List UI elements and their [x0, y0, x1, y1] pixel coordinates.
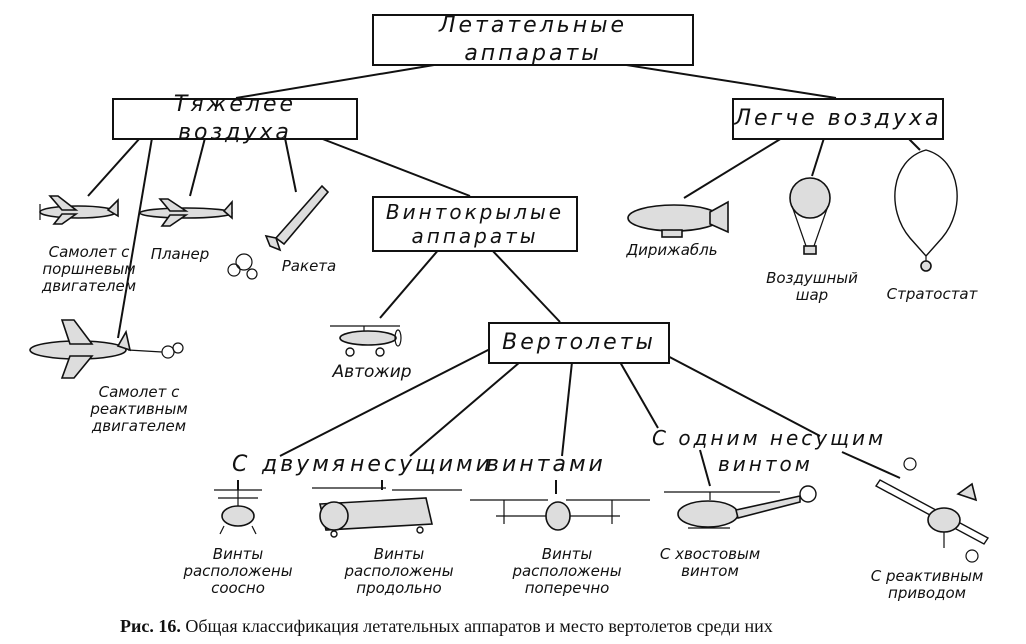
- connector-lighter-airship: [683, 137, 783, 199]
- connector-heli-jet: [659, 351, 821, 437]
- connector-heavier-rotorcraft: [319, 137, 471, 197]
- jet-plane-icon: [29, 319, 184, 379]
- stratostat-label: Стратостат: [886, 285, 978, 303]
- glider-icon: [139, 198, 233, 227]
- tandem-helicopter-icon: [312, 487, 462, 538]
- figure-caption: Рис. 16. Общая классификация летательных…: [120, 616, 773, 637]
- heavier-than-air-label: Тяжелее воздуха: [173, 92, 297, 145]
- jet-drive-label: С реактивным приводом: [870, 567, 984, 602]
- connector-onerotor-jet: [841, 451, 901, 479]
- balloon-icon: [789, 177, 831, 255]
- connector-lighter-balloon: [811, 137, 825, 177]
- piston-plane-icon: [39, 195, 119, 225]
- connector-rotorcraft-helicopters: [489, 247, 561, 323]
- lighter-than-air-box: Легче воздуха: [732, 98, 944, 140]
- jet-drive-helicopter-icon: [874, 457, 990, 563]
- helicopters-label: Вертолеты: [502, 330, 656, 355]
- lighter-than-air-label: Легче воздуха: [734, 106, 942, 131]
- glider-label: Планер: [150, 245, 210, 263]
- stratostat-icon: [894, 149, 958, 272]
- rotorcraft-box: Винтокрылые аппараты: [372, 196, 578, 252]
- autogyro-icon: [330, 325, 402, 357]
- connector-heavier-piston: [87, 137, 141, 197]
- tandem-label: Винты расположены продольно: [344, 545, 454, 597]
- connector-heli-transverse: [561, 361, 573, 457]
- transverse-helicopter-icon: [470, 499, 650, 531]
- rocket-label: Ракета: [281, 257, 337, 275]
- connector-rotorcraft-autogyro: [379, 247, 441, 319]
- coaxial-helicopter-icon: [214, 489, 262, 535]
- connector-heavier-glider: [189, 137, 206, 197]
- two-rotors-word-2: двумя: [262, 452, 349, 477]
- root-box: Летательные аппараты: [372, 13, 694, 66]
- autogyro-label: Автожир: [332, 362, 412, 382]
- connector-heavier-rocket: [284, 137, 297, 193]
- connector-onegroup-tail: [699, 449, 711, 487]
- root-label: Летательные аппараты: [438, 13, 628, 66]
- tail-rotor-label: С хвостовым винтом: [659, 545, 761, 580]
- airship-label: Дирижабль: [626, 241, 718, 259]
- jet-plane-label: Самолет с реактивным двигателем: [90, 383, 188, 435]
- connector-heavier-jet: [117, 137, 153, 339]
- connector-heli-coaxial: [279, 347, 493, 457]
- connector-heli-tail: [619, 361, 659, 429]
- piston-plane-label: Самолет с поршневым двигателем: [41, 243, 137, 295]
- one-rotor-line-1: С одним несущим: [652, 426, 887, 450]
- rotorcraft-label-line-2: аппараты: [411, 224, 539, 248]
- helicopters-box: Вертолеты: [488, 322, 670, 364]
- rocket-icon: [227, 184, 330, 280]
- tail-rotor-helicopter-icon: [664, 485, 817, 529]
- connector-lighter-stratostat: [907, 137, 921, 151]
- connector-root-lighter: [619, 63, 837, 99]
- figure-caption-text: Общая классификация летательных аппарато…: [185, 616, 773, 636]
- transverse-label: Винты расположены поперечно: [512, 545, 622, 597]
- coaxial-label: Винты расположены соосно: [183, 545, 293, 597]
- rotorcraft-label-line-1: Винтокрылые: [385, 200, 565, 224]
- figure-number: Рис. 16.: [120, 616, 181, 636]
- connector-heli-tandem: [409, 361, 521, 457]
- balloon-label: Воздушный шар: [766, 269, 858, 304]
- airship-icon: [627, 200, 729, 238]
- connector-root-heavier: [235, 63, 441, 99]
- two-rotors-word-3: несущими: [350, 452, 493, 477]
- two-rotors-word-1: С: [232, 452, 251, 477]
- two-rotors-word-4: винтами: [486, 452, 606, 477]
- heavier-than-air-box: Тяжелее воздуха: [112, 92, 358, 145]
- one-rotor-line-2: винтом: [718, 452, 813, 476]
